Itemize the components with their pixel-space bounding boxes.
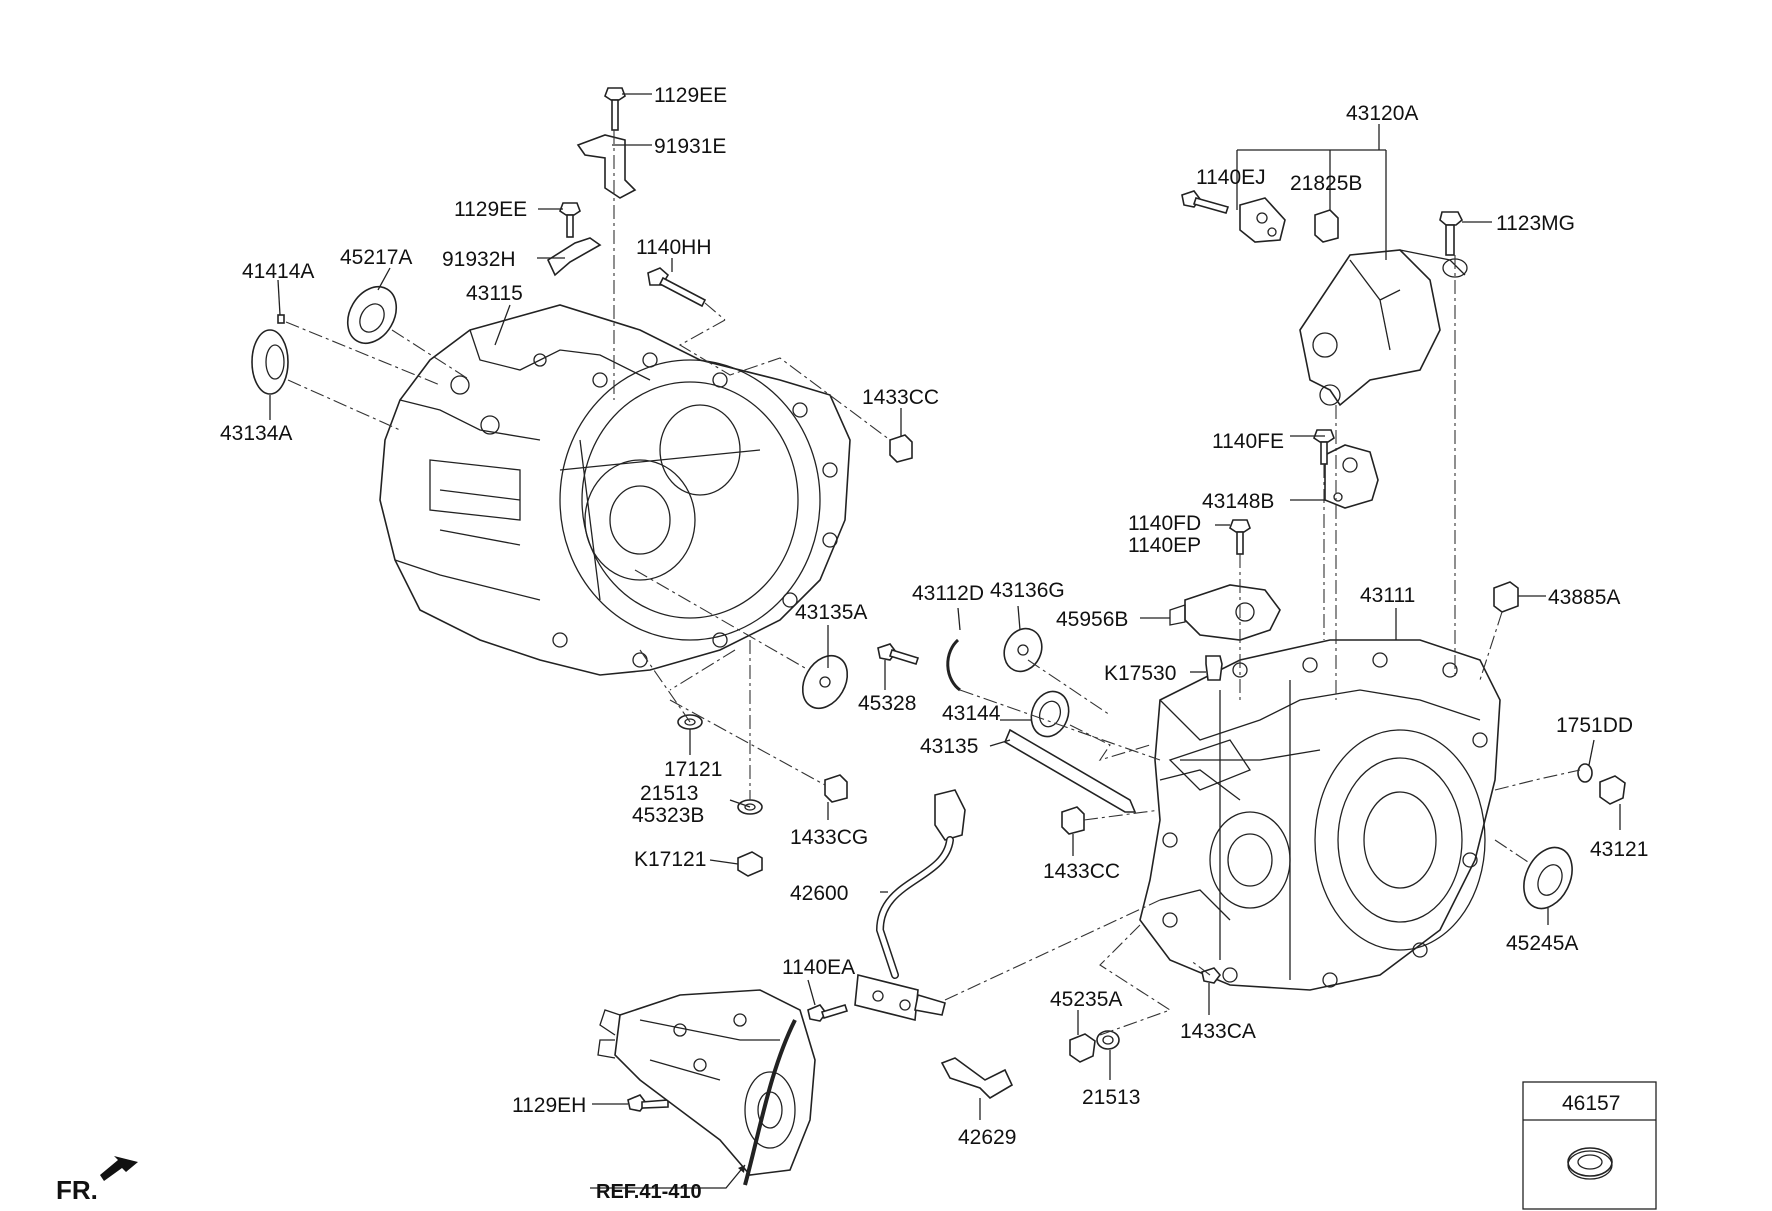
label-1140FE[interactable]: 1140FE — [1212, 430, 1284, 453]
label-43144[interactable]: 43144 — [942, 702, 1001, 725]
label-43120A[interactable]: 43120A — [1346, 102, 1418, 125]
label-41414A[interactable]: 41414A — [242, 260, 314, 283]
bolt-1129EH[interactable] — [627, 1094, 669, 1112]
label-45245A[interactable]: 45245A — [1506, 932, 1578, 955]
bolt-1129EE-mid[interactable] — [559, 202, 581, 238]
label-43111[interactable]: 43111 — [1360, 584, 1415, 607]
label-45328[interactable]: 45328 — [858, 692, 916, 715]
label-1129EH[interactable]: 1129EH — [512, 1094, 586, 1117]
label-43885A[interactable]: 43885A — [1548, 586, 1620, 609]
seal-43144[interactable] — [1025, 686, 1075, 742]
label-K17530[interactable]: K17530 — [1104, 662, 1176, 685]
mount-bracket-43120A[interactable] — [1299, 249, 1468, 407]
inhibitor-switch-45956B[interactable] — [1169, 584, 1281, 641]
shift-lever-43135[interactable] — [1003, 728, 1137, 813]
label-21825B[interactable]: 21825B — [1290, 172, 1362, 195]
label-1751DD[interactable]: 1751DD — [1556, 714, 1633, 737]
snap-ring-43112D[interactable] — [946, 638, 961, 692]
label-43115[interactable]: 43115 — [466, 282, 523, 305]
label-21513-a[interactable]: 21513 — [640, 782, 698, 805]
label-1129EE-mid[interactable]: 1129EE — [454, 198, 527, 221]
bracket-42629[interactable] — [940, 1057, 1014, 1100]
bushing-21825B[interactable] — [1314, 209, 1339, 243]
label-1140HH[interactable]: 1140HH — [636, 236, 712, 259]
oil-seal-45217A[interactable] — [338, 278, 406, 352]
label-1140EJ[interactable]: 1140EJ — [1196, 166, 1266, 189]
bolt-1129EE-top[interactable] — [604, 87, 626, 131]
label-91932H[interactable]: 91932H — [442, 248, 516, 271]
oil-seal-43134A[interactable] — [251, 329, 289, 395]
nut-K17121[interactable] — [737, 851, 763, 877]
sensor-K17530[interactable] — [1205, 655, 1223, 681]
plug-45235A[interactable] — [1069, 1033, 1096, 1063]
label-43148B[interactable]: 43148B — [1202, 490, 1274, 513]
label-17121[interactable]: 17121 — [664, 758, 722, 781]
label-21513-b[interactable]: 21513 — [1082, 1086, 1140, 1109]
bracket-43148B[interactable] — [1324, 444, 1379, 509]
label-1433CC-low[interactable]: 1433CC — [1043, 860, 1120, 883]
bracket-91931E[interactable] — [576, 134, 637, 199]
pin-41414A[interactable] — [277, 314, 285, 324]
label-45217A[interactable]: 45217A — [340, 246, 412, 269]
label-42600[interactable]: 42600 — [790, 882, 848, 905]
inset-box-46157[interactable]: 46157 — [1522, 1081, 1657, 1210]
washer-43136G[interactable] — [997, 622, 1048, 677]
label-43134A[interactable]: 43134A — [220, 422, 292, 445]
label-1433CG[interactable]: 1433CG — [790, 826, 868, 849]
alignment-lines — [285, 130, 1581, 1036]
label-45956B[interactable]: 45956B — [1056, 608, 1128, 631]
ref-label[interactable]: REF.41-410 — [596, 1181, 702, 1203]
leader-lines — [269, 93, 1621, 1189]
label-42629[interactable]: 42629 — [958, 1126, 1016, 1149]
label-K17121[interactable]: K17121 — [634, 848, 706, 871]
label-45235A[interactable]: 45235A — [1050, 988, 1122, 1011]
label-43136G[interactable]: 43136G — [990, 579, 1065, 602]
label-43121[interactable]: 43121 — [1590, 838, 1648, 861]
bolt-1123MG[interactable] — [1439, 211, 1463, 256]
transaxle-case-43115[interactable] — [379, 304, 851, 676]
bushing-1433CG[interactable] — [824, 774, 848, 803]
bolt-1140FD[interactable] — [1229, 519, 1251, 555]
washer-21513-b[interactable] — [1096, 1030, 1120, 1050]
bolt-1140EA[interactable] — [807, 1004, 849, 1022]
plug-43121[interactable] — [1599, 775, 1626, 805]
bushing-1433CC-low[interactable] — [1061, 806, 1085, 835]
bracket-plate-1140EJ[interactable] — [1239, 197, 1286, 243]
transaxle-case-43111[interactable] — [1139, 639, 1501, 991]
bolt-1140HH[interactable] — [647, 267, 707, 308]
label-1123MG[interactable]: 1123MG — [1496, 212, 1575, 235]
oil-seal-45245A[interactable] — [1515, 840, 1582, 917]
ring-1751DD[interactable] — [1577, 763, 1593, 783]
speed-sensor-harness-42600[interactable] — [854, 789, 966, 1022]
valve-body-assembly[interactable] — [597, 989, 816, 1186]
bolt-1140EJ[interactable] — [1181, 190, 1230, 214]
label-43135A[interactable]: 43135A — [795, 601, 867, 624]
oil-seal-46157 — [1567, 1147, 1613, 1180]
label-45323B[interactable]: 45323B — [632, 804, 704, 827]
front-direction-indicator: FR. — [56, 1156, 138, 1205]
label-1140EP[interactable]: 1140EP — [1128, 534, 1201, 557]
label-1433CC-top[interactable]: 1433CC — [862, 386, 939, 409]
front-arrow-icon — [100, 1156, 138, 1181]
sleeve-43885A[interactable] — [1493, 581, 1519, 613]
cover-43135A[interactable] — [794, 648, 857, 716]
label-46157[interactable]: 46157 — [1562, 1092, 1620, 1115]
bolt-45328[interactable] — [877, 643, 920, 665]
label-1140FD[interactable]: 1140FD — [1128, 512, 1201, 535]
label-43135[interactable]: 43135 — [920, 735, 978, 758]
label-1433CA[interactable]: 1433CA — [1180, 1020, 1256, 1043]
label-1140EA[interactable]: 1140EA — [782, 956, 855, 979]
label-91931E[interactable]: 91931E — [654, 135, 726, 158]
part-labels: 1129EE 91931E 1129EE 91932H 1140HH 41414… — [220, 84, 1648, 1149]
label-43112D[interactable]: 43112D — [912, 582, 984, 605]
bushing-1433CC-top[interactable] — [889, 434, 913, 463]
front-label: FR. — [56, 1175, 98, 1205]
label-1129EE-top[interactable]: 1129EE — [654, 84, 727, 107]
bracket-91932H[interactable] — [546, 237, 602, 277]
